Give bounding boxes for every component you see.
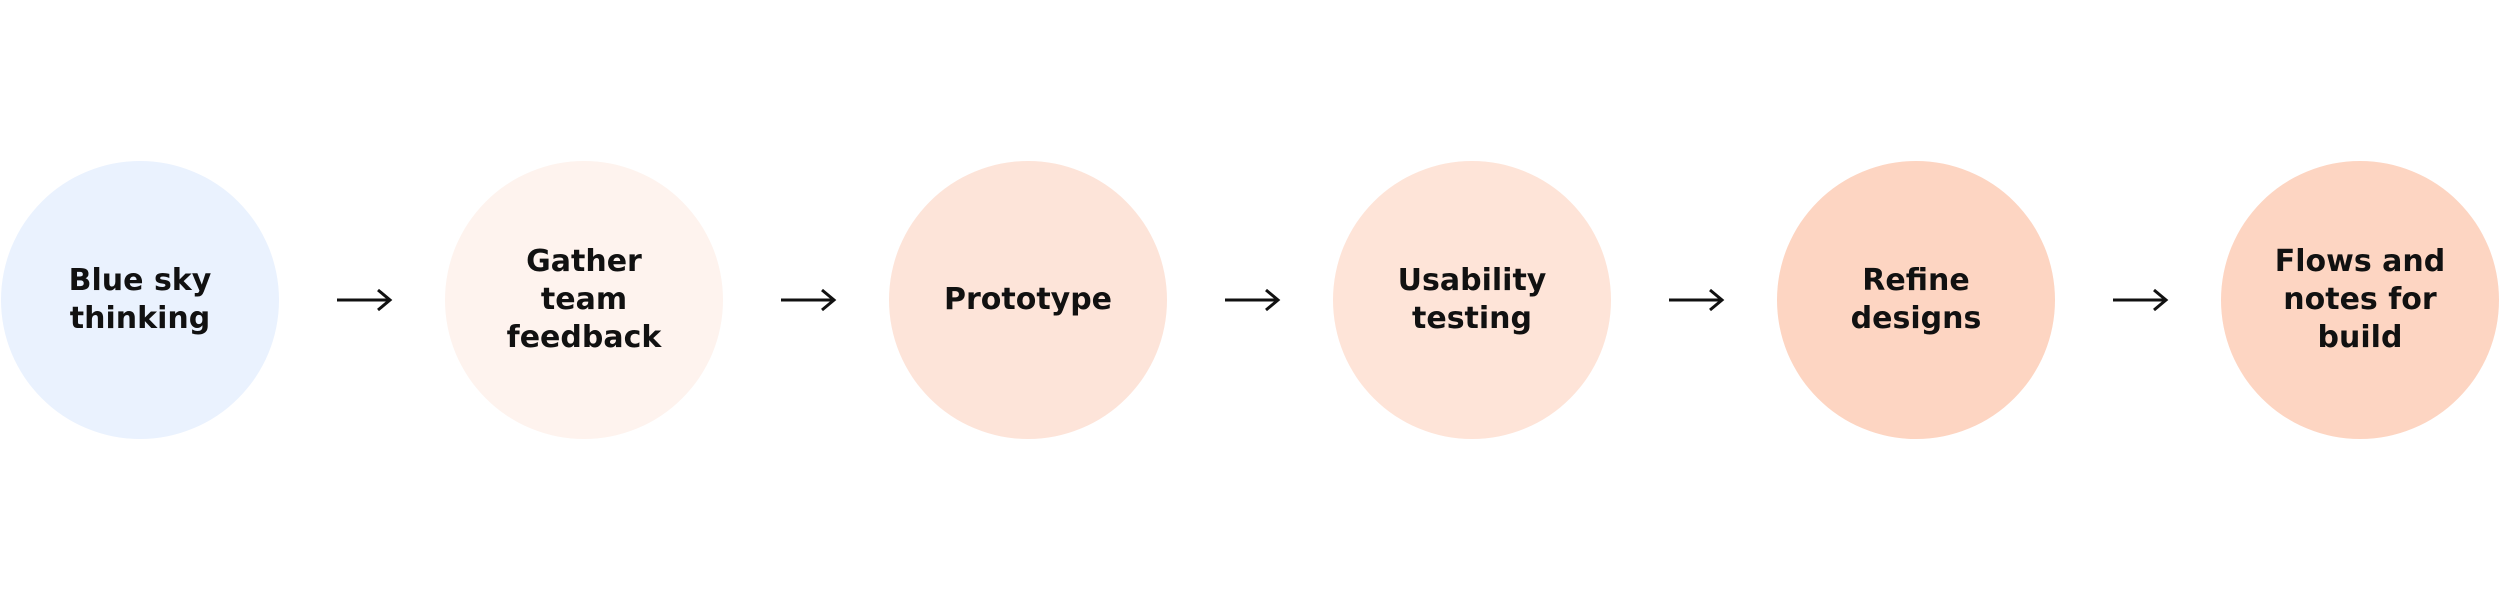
step-blue-sky-thinking: Blue sky thinking bbox=[1, 161, 279, 439]
step-prototype: Prototype bbox=[889, 161, 1167, 439]
step-refine-designs: Refine designs bbox=[1777, 161, 2055, 439]
step-label: Usability testing bbox=[1397, 263, 1547, 336]
step-flows-and-notes-for-build: Flows and notes for build bbox=[2221, 161, 2499, 439]
arrow-right-icon bbox=[779, 285, 837, 315]
step-usability-testing: Usability testing bbox=[1333, 161, 1611, 439]
arrow-right-icon bbox=[335, 285, 393, 315]
step-label: Gather team feedback bbox=[506, 244, 662, 355]
arrow-right-icon bbox=[1223, 285, 1281, 315]
arrow-right-icon bbox=[2111, 285, 2169, 315]
step-label: Blue sky thinking bbox=[68, 263, 212, 336]
step-label: Refine designs bbox=[1850, 263, 1982, 336]
arrow-right-icon bbox=[1667, 285, 1725, 315]
step-label: Prototype bbox=[943, 282, 1113, 317]
step-label: Flows and notes for build bbox=[2274, 244, 2446, 355]
step-gather-team-feedback: Gather team feedback bbox=[445, 161, 723, 439]
